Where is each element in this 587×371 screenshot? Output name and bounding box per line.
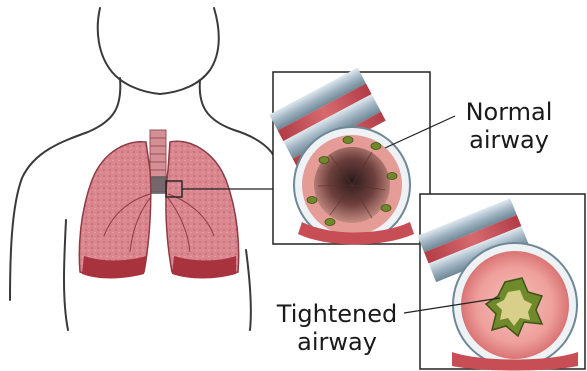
tightened-airway-panel [417,194,585,371]
left-lung [79,142,150,279]
tightened-airway-label: Tightened airway [262,300,412,356]
right-lung [166,141,239,278]
normal-airway-label: Normal airway [450,98,568,154]
normal-airway-label-line2: airway [450,126,568,154]
normal-airway-panel [269,68,430,245]
normal-airway-label-line1: Normal [450,98,568,126]
tightened-airway-label-line2: airway [262,328,412,356]
tightened-airway-label-line1: Tightened [262,300,412,328]
